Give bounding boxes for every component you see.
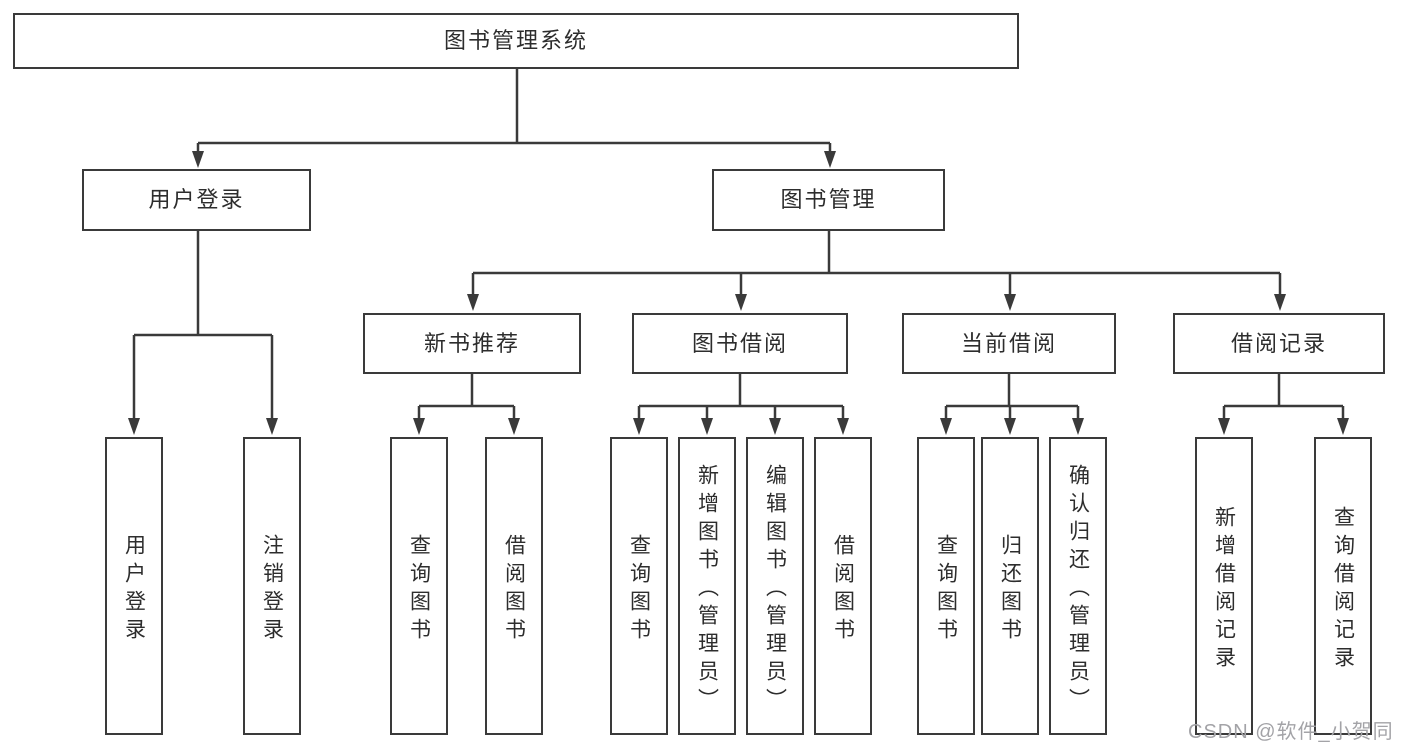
node-new-book-recommendation: 新书推荐 bbox=[363, 313, 581, 374]
arrowhead-icon bbox=[837, 418, 849, 435]
wire-rec-to-children bbox=[417, 374, 516, 419]
arrowhead-icon bbox=[266, 418, 278, 435]
arrowhead-icon bbox=[769, 418, 781, 435]
arrowhead-icon bbox=[467, 294, 479, 311]
arrowheads bbox=[128, 151, 1349, 435]
leaf-add-borrow-record: 新增借阅记录 bbox=[1195, 437, 1253, 735]
wire-login-to-children bbox=[132, 231, 274, 419]
arrowhead-icon bbox=[1004, 418, 1016, 435]
wire-current-to-children bbox=[944, 374, 1080, 419]
arrowhead-icon bbox=[1218, 418, 1230, 435]
leaf-confirm-return-admin: 确认归还（管理员） bbox=[1049, 437, 1107, 735]
arrowhead-icon bbox=[735, 294, 747, 311]
arrowhead-icon bbox=[508, 418, 520, 435]
leaf-logout: 注销登录 bbox=[243, 437, 301, 735]
node-book-borrowing: 图书借阅 bbox=[632, 313, 848, 374]
arrowhead-icon bbox=[128, 418, 140, 435]
wire-mgmt-to-level3 bbox=[471, 231, 1282, 295]
leaf-user-login: 用户登录 bbox=[105, 437, 163, 735]
leaf-query-books: 查询图书 bbox=[390, 437, 448, 735]
node-current-borrowing: 当前借阅 bbox=[902, 313, 1116, 374]
connector-paths bbox=[132, 69, 1345, 419]
leaf-add-books-admin: 新增图书（管理员） bbox=[678, 437, 736, 735]
leaf-borrow-books: 借阅图书 bbox=[814, 437, 872, 735]
node-user-login: 用户登录 bbox=[82, 169, 311, 231]
node-borrowing-records: 借阅记录 bbox=[1173, 313, 1385, 374]
arrowhead-icon bbox=[1004, 294, 1016, 311]
wire-records-to-children bbox=[1222, 374, 1345, 419]
leaf-edit-books-admin: 编辑图书（管理员） bbox=[746, 437, 804, 735]
arrowhead-icon bbox=[1274, 294, 1286, 311]
arrowhead-icon bbox=[824, 151, 836, 168]
leaf-borrow-books: 借阅图书 bbox=[485, 437, 543, 735]
arrowhead-icon bbox=[1337, 418, 1349, 435]
node-library-management-system: 图书管理系统 bbox=[13, 13, 1019, 69]
leaf-query-books: 查询图书 bbox=[610, 437, 668, 735]
arrowhead-icon bbox=[192, 151, 204, 168]
leaf-return-books: 归还图书 bbox=[981, 437, 1039, 735]
leaf-query-books: 查询图书 bbox=[917, 437, 975, 735]
arrowhead-icon bbox=[633, 418, 645, 435]
arrowhead-icon bbox=[940, 418, 952, 435]
wire-root-to-level2 bbox=[196, 69, 832, 152]
arrowhead-icon bbox=[701, 418, 713, 435]
arrowhead-icon bbox=[1072, 418, 1084, 435]
watermark: CSDN @软件_小贺同学 bbox=[1188, 721, 1394, 743]
leaf-query-borrow-record: 查询借阅记录 bbox=[1314, 437, 1372, 735]
arrowhead-icon bbox=[413, 418, 425, 435]
wire-borrow-to-children bbox=[637, 374, 845, 419]
node-book-management: 图书管理 bbox=[712, 169, 945, 231]
